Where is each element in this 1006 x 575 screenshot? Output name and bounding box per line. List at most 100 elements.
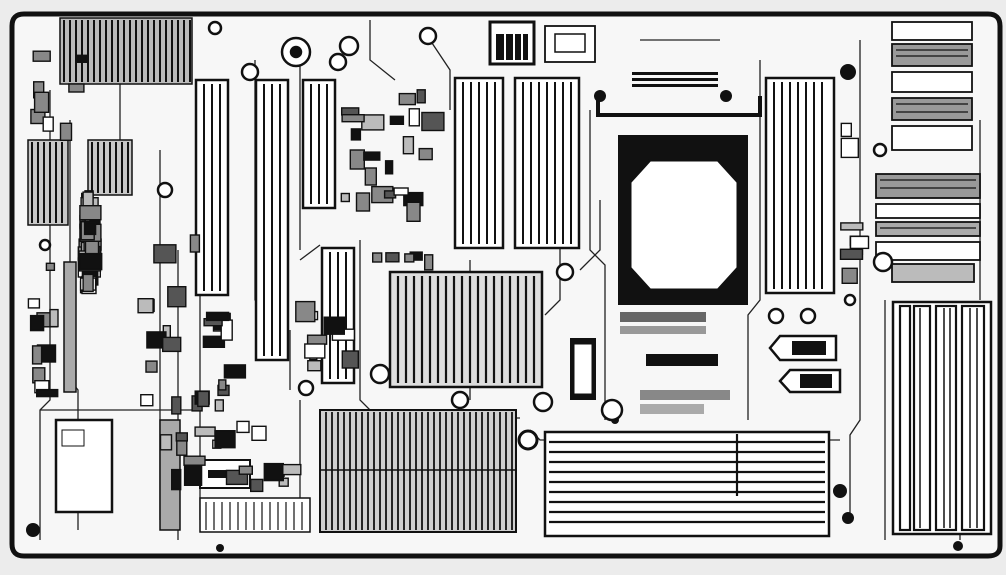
memory-slot	[194, 78, 230, 297]
smd-chip	[421, 111, 445, 132]
io-connectors-right	[875, 21, 981, 283]
smd-chip	[341, 350, 359, 369]
smd-chip	[406, 201, 421, 223]
smd-chip	[82, 273, 94, 293]
smd-chip	[49, 308, 59, 328]
voltage-regulators	[570, 334, 842, 400]
smd-chip	[372, 252, 383, 263]
smd-chip	[839, 248, 864, 261]
memory-slot	[301, 78, 337, 210]
smd-chip	[418, 147, 433, 161]
chipset-heatsink	[388, 270, 544, 389]
smd-chip	[341, 107, 360, 116]
smd-chip	[223, 364, 247, 379]
smd-chip	[341, 113, 365, 123]
capacitors	[38, 20, 894, 422]
smd-chip	[59, 122, 73, 142]
expansion-slots-bottom	[543, 430, 831, 538]
smd-chip	[361, 114, 385, 131]
smd-chip	[78, 252, 103, 271]
expansion-slots-right	[891, 300, 993, 536]
smd-chip	[249, 478, 264, 493]
smd-chip	[840, 137, 859, 159]
smd-chip	[350, 128, 362, 141]
heatsink-left	[27, 139, 181, 531]
header-strips	[620, 72, 730, 414]
mounting-hole	[216, 544, 224, 552]
smd-chip	[408, 108, 420, 127]
smd-chip	[32, 50, 51, 62]
smd-chip	[29, 314, 45, 332]
smd-chip	[194, 426, 216, 437]
smd-chip	[36, 388, 59, 398]
smd-chip	[171, 396, 182, 415]
memory-slot	[254, 78, 290, 362]
smd-chip	[263, 462, 284, 482]
smd-chip	[349, 149, 365, 170]
smd-chip	[236, 420, 250, 434]
smd-chip	[45, 262, 56, 271]
smd-chip	[398, 92, 416, 106]
power-connector-top	[488, 20, 596, 66]
smd-chip	[355, 192, 371, 212]
memory-slot	[453, 76, 505, 250]
smd-chip	[251, 425, 267, 441]
smd-chip	[306, 334, 328, 345]
mounting-hole	[517, 429, 539, 451]
smd-chip	[385, 252, 400, 263]
smd-chip	[140, 394, 154, 407]
smd-chip	[68, 83, 85, 93]
smd-chip	[31, 345, 43, 365]
smd-chip	[218, 379, 227, 391]
smd-chip	[304, 343, 326, 359]
smd-chip	[220, 319, 233, 341]
smd-chip	[82, 191, 94, 207]
smd-chip	[363, 151, 381, 161]
smd-chip	[27, 298, 41, 309]
small-components	[27, 50, 870, 493]
smd-chip	[83, 221, 97, 236]
smd-chip	[393, 187, 409, 196]
mounting-hole	[840, 64, 856, 80]
smd-chip	[840, 222, 864, 231]
smd-chip	[840, 122, 852, 138]
smd-chip	[175, 432, 189, 442]
cpu-socket	[594, 90, 762, 305]
memory-slot	[513, 76, 581, 250]
smd-chip	[167, 286, 187, 308]
memory-slots	[194, 76, 836, 385]
smd-chip	[238, 465, 254, 475]
smd-chip	[384, 160, 394, 175]
smd-chip	[197, 390, 210, 408]
smd-chip	[282, 463, 302, 476]
smd-chip	[402, 135, 415, 155]
audio-codec-area	[54, 418, 311, 533]
smd-chip	[424, 254, 434, 271]
mounting-hole	[842, 512, 854, 524]
smd-chip	[307, 360, 322, 372]
smd-chip	[183, 455, 206, 466]
smd-chip	[389, 115, 405, 126]
heatsink-top-left	[59, 17, 193, 85]
smd-chip	[214, 399, 225, 412]
pch-heatsink	[319, 409, 517, 533]
smd-chip	[79, 204, 102, 221]
smd-chip	[170, 468, 182, 491]
smd-chip	[145, 360, 158, 373]
smd-chip	[364, 167, 377, 186]
smd-chip	[189, 234, 201, 253]
memory-slot	[764, 76, 836, 295]
smd-chip	[295, 300, 316, 323]
smd-chip	[76, 54, 88, 63]
smd-chip	[340, 192, 350, 203]
smd-chip	[404, 253, 415, 263]
smd-chip	[42, 116, 54, 132]
smd-chip	[202, 335, 226, 348]
smd-chip	[849, 235, 870, 250]
smd-chip	[33, 91, 50, 114]
smd-chip	[153, 244, 177, 264]
smd-chip	[214, 430, 236, 449]
smd-chip	[159, 434, 173, 451]
smd-chip	[416, 89, 426, 104]
